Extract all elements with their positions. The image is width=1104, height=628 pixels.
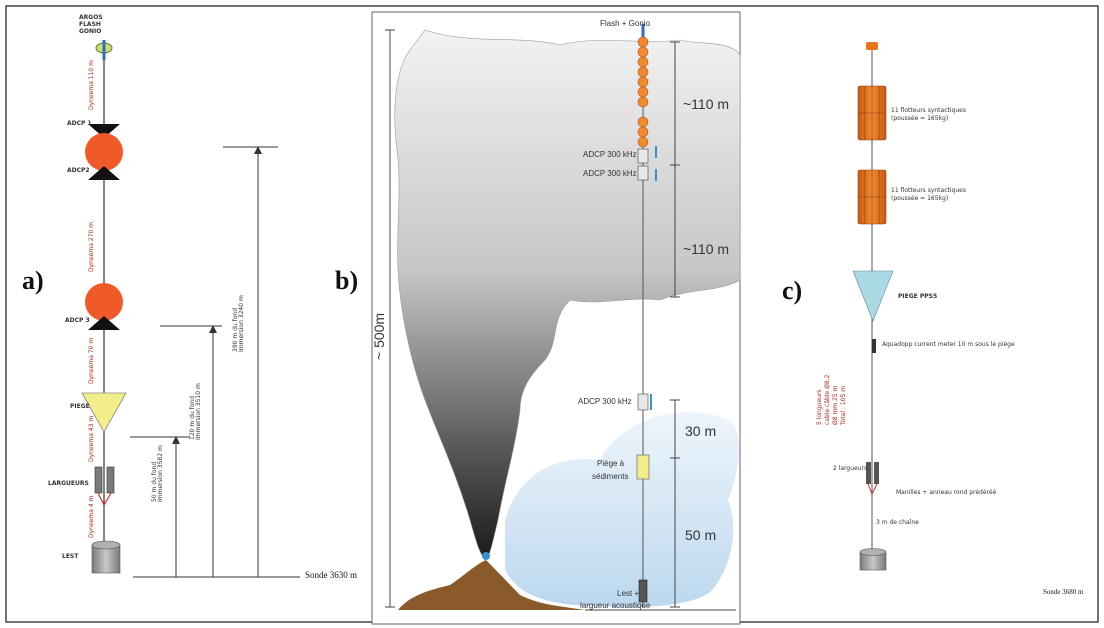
trap-a [81,392,127,433]
cable-a-3: Dyneema 70 m [88,337,95,384]
dim-b-4: 50 m [685,527,717,543]
adcp1-symbol [88,124,120,138]
panel-a-diagram [81,40,300,578]
panel-c-diagram [852,42,894,571]
adcp3-symbol [88,316,120,330]
panel-label-b: b) [335,266,359,295]
depth-note-a-3: 390 m du fond Immersion 3240 m [232,295,245,352]
cable-note-c-4: Total : 105 m [840,385,847,425]
largueurs-c-label: 2 largueurs [833,465,868,472]
sonde-a-label: Sonde 3630 m [305,570,358,580]
piege-a-label: PIEGE [70,403,90,410]
largueurs-a-label: LARGUEURS [48,480,89,487]
adcp1-label: ADCP 1 [67,120,92,127]
releaser-right [106,466,115,494]
floats-c-1-line2: (poussée = 165kg) [891,115,949,122]
cable-note-c-2: cable câble Ø8.2 [824,374,831,425]
gonio-label: GONIO [79,28,102,35]
cable-a-2: Dyneema 270 m [88,222,95,272]
dim-b-1: ~110 m [683,96,730,112]
seep-point [482,552,490,560]
floats-c-2-line1: 11 flotteurs syntactiques [891,187,966,194]
piege-c-label: PIEGE PPS5 [898,293,938,300]
current-meter [872,339,876,353]
releaser-c-right [874,462,879,484]
lest-b [638,579,648,603]
adcp2-label: ADCP2 [67,167,90,174]
cable-a-1: Dyneema 110 m [88,60,95,110]
trap-b-label-1: Piège à [597,459,625,468]
adcp-lower-label: ADCP 300 kHz [578,397,632,406]
lest-b-label-1: Lest + [617,589,640,598]
current-meter-label: Aquadopp current meter 10 m sous le pièg… [882,341,1015,348]
dim-b-total: ~ 500m [371,312,387,360]
flash-gonio-label: Flash + Gonio [600,19,651,28]
buoy-1 [85,133,123,171]
argos-label: ARGOS [79,14,103,21]
lest-a-label: LEST [62,553,79,560]
cable-a-4: Dyneema 43 m [88,415,95,462]
cable-note-c-1: 5 longueurs [816,389,823,425]
sonde-c-label: Sonde 3680 m [1043,588,1084,596]
depth-note-a-2: 120 m du fond Immersion 3510 m [189,383,202,440]
adcp2-symbol [88,166,120,180]
lest-b-label-2: largueur acoustique [580,601,651,610]
panel-label-c: c) [782,276,803,305]
panel-b-diagram [371,11,741,625]
dim-b-2: ~110 m [683,241,730,257]
adcp-upper-2-label: ADCP 300 kHz [583,169,637,178]
panel-label-a: a) [22,266,44,295]
depth-note-a-1: 50 m du fond Immersion 3582 m [151,445,164,502]
trap-b-label-2: sédiments [592,472,629,481]
adcp-upper-1-label: ADCP 300 kHz [583,150,637,159]
releaser-left [94,466,103,494]
manilles-label: Manilles + anneau rond prédéréé [896,489,997,496]
cable-a-5: Dyneema 4 m [88,495,95,538]
plume [394,29,741,561]
water-zone [505,412,739,608]
cable-note-c-3: Ø8 mm 25 m [832,385,839,425]
adcp3-label: ADCP 3 [65,317,90,324]
buoy-chain-top [637,36,649,148]
adcp-upper-1 [637,148,649,164]
lest-a [91,544,121,574]
floats-c-2-line2: (poussée = 165kg) [891,195,949,202]
floats-c-1-line1: 11 flotteurs syntactiques [891,107,966,114]
sediment [398,560,585,610]
adcp-lower [637,393,649,411]
trap-c [852,270,894,322]
top-float-c [866,42,878,50]
adcp-upper-2 [637,165,649,181]
releaser-c-left [866,462,871,484]
dim-b-3: 30 m [685,423,717,439]
buoy-2 [85,283,123,321]
trap-b [636,454,650,480]
chain-label: 3 m de chaîne [876,519,919,526]
flash-label: FLASH [79,21,101,28]
